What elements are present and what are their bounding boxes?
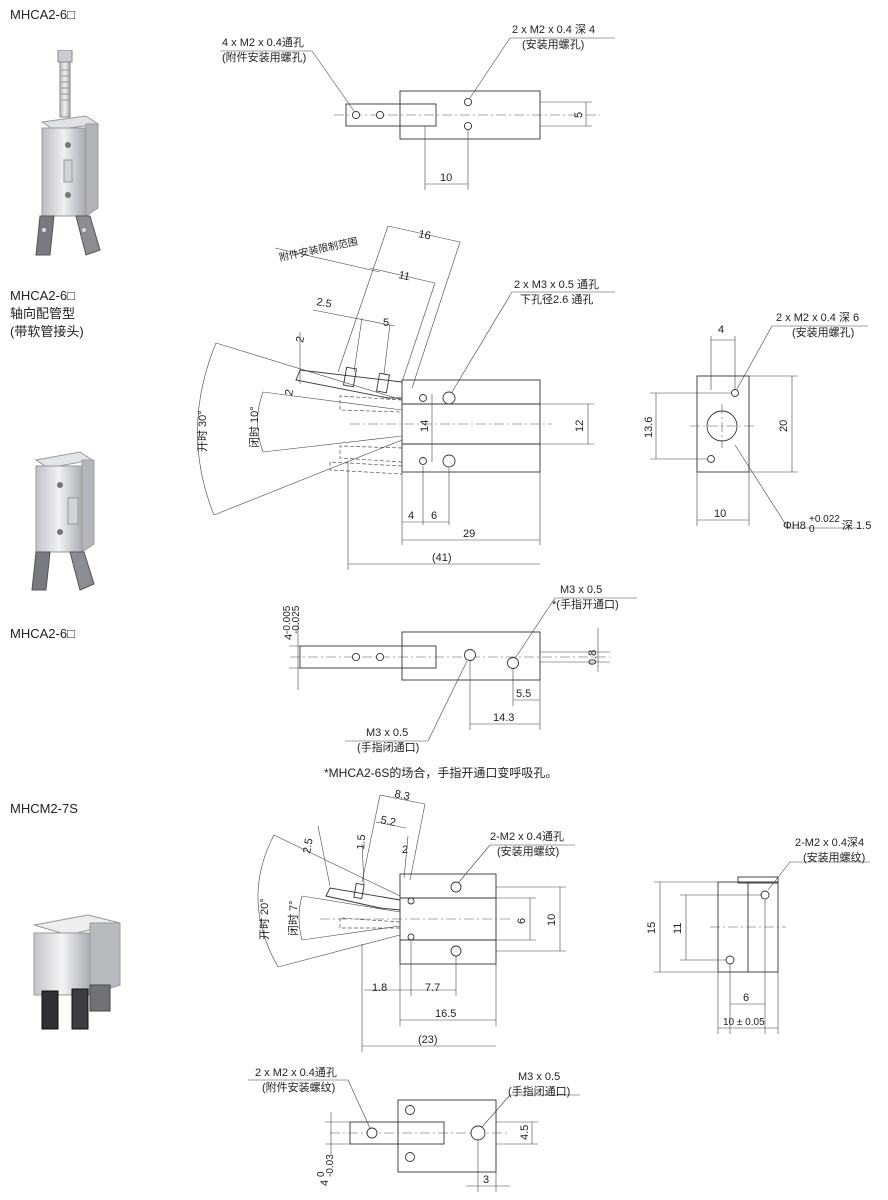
- d6-dim-6: 6: [743, 992, 749, 1004]
- d3-dim-20: 20: [778, 420, 790, 432]
- d7-note-left-1: 2 x M2 x 0.4通孔: [255, 1066, 337, 1079]
- d7-note-right-2: (手指闭通口): [508, 1084, 570, 1098]
- d4-note-bot-1: M3 x 0.5: [366, 727, 408, 739]
- d2-open-angle: 开时 30°: [196, 410, 209, 452]
- d1-dim-5: 5: [573, 112, 585, 118]
- d4-tol-lower: -0.025: [291, 605, 302, 634]
- model-label-axial-type: 轴向配管型: [10, 306, 76, 321]
- d5-dim-1-5: 1.5: [355, 834, 368, 850]
- model-label-mid: MHCA2-6□: [10, 626, 75, 641]
- d2-dim-2b: 2: [283, 388, 296, 396]
- d5-close-angle: 闭时 7°: [287, 900, 300, 936]
- model-label-axial: MHCA2-6□: [10, 288, 75, 303]
- d2-dim-11: 11: [397, 269, 411, 283]
- d3-tol-upper: +0.022: [809, 514, 840, 525]
- d5-dim-8-3: 8.3: [393, 788, 410, 803]
- d7-note-left-2: (附件安装螺纹): [262, 1080, 335, 1094]
- d7-dim-3: 3: [483, 1174, 489, 1186]
- d6-dim-11: 11: [672, 923, 684, 934]
- d2-dim-29: 29: [463, 528, 475, 540]
- model-label-bottom: MHCM2-7S: [10, 801, 78, 816]
- gripper-photo-top: [35, 50, 101, 256]
- d5-dim-7-7: 7.7: [425, 982, 440, 994]
- d3-note-2: (安装用螺孔): [792, 325, 854, 339]
- d2-dim-14: 14: [419, 420, 431, 432]
- d5-dim-2-5: 2.5: [301, 837, 315, 854]
- d2-close-angle: 闭时 10°: [248, 406, 261, 448]
- d2-note-1: 2 x M3 x 0.5 通孔: [514, 278, 599, 291]
- d6-note-1: 2-M2 x 0.4深4: [795, 836, 864, 849]
- accessory-hole-1: [351, 110, 361, 120]
- d4-dim-14-3: 14.3: [493, 712, 514, 724]
- model-label-top: MHCA2-6□: [10, 7, 75, 22]
- d5-note-1: 2-M2 x 0.4通孔: [490, 830, 564, 843]
- drawing-bottom-view: [289, 597, 637, 742]
- d4-note-top-2: *(手指开通口): [552, 597, 619, 611]
- d3-note-1: 2 x M2 x 0.4 深 6: [776, 311, 859, 324]
- d4-footnote: *MHCA2-6S的场合，手指开通口变呼吸孔。: [324, 765, 557, 780]
- d6-note-2: (安装用螺纹): [803, 850, 865, 864]
- d4-tol-upper: -0.005: [282, 605, 293, 634]
- d2-dim-5: 5: [383, 317, 389, 329]
- accessory-hole-2: [375, 110, 385, 120]
- d5-dim-5-2: 5.2: [379, 814, 396, 829]
- d2-dim-41: (41): [432, 552, 452, 564]
- d5-dim-2: 2: [402, 844, 408, 856]
- d3-dim-13-6: 13.6: [643, 417, 655, 438]
- drawing-top-view: [220, 37, 615, 190]
- drawing-mhcm-bottom: [248, 1079, 580, 1192]
- d1-note-right-2: (安装用螺孔): [522, 37, 584, 51]
- d7-note-right-1: M3 x 0.5: [518, 1071, 560, 1083]
- drawing-mhcm-side: [654, 861, 870, 1034]
- d5-dim-1-8: 1.8: [372, 982, 387, 994]
- d7-tol-base: 4: [319, 1180, 331, 1186]
- mount-hole-2: [463, 121, 473, 131]
- drawing-mhcm-front: [257, 794, 575, 1052]
- d2-dim-2-5: 2.5: [315, 296, 332, 310]
- d2-dim-2a: 2: [294, 335, 307, 343]
- d2-range-label: 附件安装限制范围: [278, 235, 359, 264]
- d7-tol-upper: 0: [316, 1171, 327, 1177]
- d3-tol-lower: 0: [809, 524, 815, 535]
- d1-note-left-1: 4 x M2 x 0.4通孔: [222, 36, 304, 49]
- d2-dim-12: 12: [574, 420, 586, 432]
- d5-dim-23: (23): [418, 1034, 438, 1046]
- d5-dim-10: 10: [546, 914, 558, 926]
- d5-dim-16-5: 16.5: [435, 1008, 456, 1020]
- gripper-photo-bottom: [33, 914, 121, 1030]
- d7-tol-lower: -0.03: [325, 1154, 336, 1177]
- d1-note-right-1: 2 x M2 x 0.4 深 4: [512, 23, 595, 36]
- d4-tol-base: 4: [283, 634, 295, 640]
- d4-note-top-1: M3 x 0.5: [560, 584, 602, 596]
- gripper-photo-axial: [31, 451, 95, 591]
- d3-dim-4: 4: [718, 324, 724, 336]
- d7-dim-4-5: 4.5: [519, 1125, 531, 1140]
- d1-note-left-2: (附件安装用螺孔): [222, 50, 306, 64]
- d1-dim-10: 10: [440, 172, 452, 184]
- d4-dim-0-8: 0.8: [587, 650, 599, 665]
- d2-dim-4: 4: [408, 510, 414, 522]
- d5-open-angle: 开时 20°: [258, 898, 271, 940]
- d2-dim-16: 16: [417, 228, 431, 242]
- d5-note-2: (安装用螺纹): [497, 844, 559, 858]
- d3-dim-10: 10: [714, 508, 726, 520]
- drawing-side-view: [650, 325, 868, 529]
- d4-note-bot-2: (手指闭通口): [357, 740, 419, 754]
- d6-dim-15: 15: [646, 922, 658, 934]
- d3-tol-main: ΦH8: [783, 520, 806, 532]
- d6-dim-10: 10 ± 0.05: [723, 1017, 765, 1028]
- drawing-front-view: [197, 225, 615, 570]
- d2-dim-6: 6: [431, 510, 437, 522]
- d3-tol-depth: 深 1.5: [842, 519, 871, 532]
- d5-dim-6: 6: [516, 918, 528, 924]
- d2-note-2: 下孔径2.6 通孔: [520, 293, 593, 306]
- mount-hole-1: [463, 97, 473, 107]
- model-label-axial-note: (带软管接头): [10, 324, 84, 339]
- d4-dim-5-5: 5.5: [516, 688, 531, 700]
